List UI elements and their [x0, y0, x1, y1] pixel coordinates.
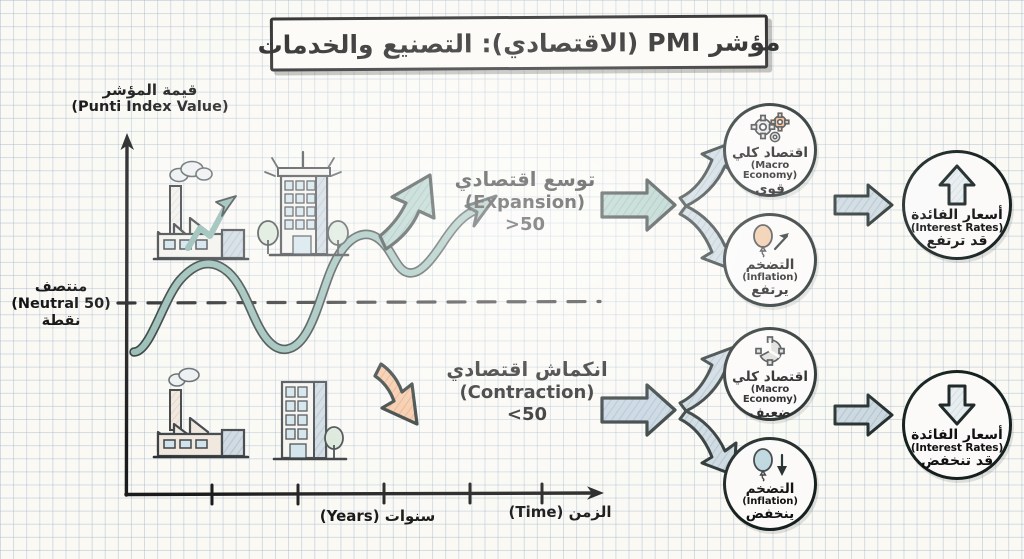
factory-illustration-contraction — [152, 367, 250, 459]
node-interest-rates-down[interactable]: أسعار الفائدة (Interest Rates) قد تنخفض — [902, 370, 1012, 480]
contraction-threshold: <50 — [506, 403, 548, 425]
node-caption: اقتصاد كلي (Macro Economy) ضعيف — [726, 370, 814, 421]
gears-icon — [748, 112, 792, 145]
node-caption: أسعار الفائدة (Interest Rates) قد تنخفض — [910, 427, 1004, 470]
node-label-en: (Macro Economy) — [742, 159, 798, 182]
x-axis-years-label: سنوات (Years) — [319, 507, 436, 525]
neutral-50-label: منتصف (Neutral 50) نقطة — [6, 279, 116, 330]
y-axis-label: قيمة المؤشر (Punti Index Value) — [55, 81, 245, 116]
node-label-en: (Interest Rates) — [910, 442, 1004, 455]
contraction-flow-arrow — [600, 383, 677, 437]
office-illustration-contraction — [272, 380, 348, 461]
node-label-ar: أسعار الفائدة — [911, 427, 1003, 443]
node-state: قد ترتفع — [926, 233, 988, 250]
arrow-down-icon — [937, 382, 977, 428]
node-label-ar: التضخم — [745, 257, 795, 273]
node-inflation-rising[interactable]: التضخم (Inflation) يرتفع — [723, 213, 817, 307]
expansion-label: توسع اقتصادي (Expansion) >50 — [440, 168, 610, 236]
x-axis — [124, 482, 604, 506]
node-state: ضعيف — [748, 405, 792, 422]
node-label-ar: التضخم — [745, 481, 795, 497]
y-axis-label-en: (Punti Index Value) — [71, 99, 229, 116]
node-inflation-falling[interactable]: التضخم (Inflation) ينخفض — [723, 437, 817, 531]
node-caption: أسعار الفائدة (Interest Rates) قد ترتفع — [910, 207, 1004, 250]
rates-up-flow-arrow — [833, 183, 894, 227]
expansion-arrow-icon — [378, 173, 436, 251]
node-macro-economy-strong[interactable]: اقتصاد كلي (Macro Economy) قوي — [723, 103, 817, 197]
node-state: يرتفع — [751, 282, 789, 299]
neutral-50-line — [116, 299, 602, 305]
expansion-threshold: >50 — [504, 213, 546, 235]
node-label-en: (Inflation) — [742, 495, 798, 507]
node-state: ينخفض — [745, 506, 795, 523]
balloon-down-icon — [746, 447, 794, 482]
expansion-flow-arrow — [600, 178, 677, 232]
x-axis-ticks — [210, 482, 544, 506]
node-label-en: (Macro Economy) — [742, 383, 798, 406]
pmi-chart — [116, 133, 604, 506]
arrow-up-icon — [937, 162, 977, 208]
pmi-curve — [129, 194, 498, 357]
node-label-en: (Inflation) — [742, 271, 798, 283]
contraction-label-en: (Contraction) — [459, 381, 595, 403]
y-axis — [120, 133, 134, 497]
node-caption: التضخم (Inflation) ينخفض — [742, 482, 798, 522]
flow-connectors — [600, 140, 894, 477]
contraction-arrow-icon — [373, 362, 419, 426]
expansion-label-en: (Expansion) — [464, 191, 586, 213]
node-macro-economy-weak[interactable]: اقتصاد كلي (Macro Economy) ضعيف — [723, 327, 817, 421]
neutral-label-line2: (Neutral 50) — [11, 295, 111, 312]
node-label-ar: اقتصاد كلي — [732, 369, 808, 385]
node-label-ar: اقتصاد كلي — [732, 145, 808, 161]
rates-down-flow-arrow — [833, 393, 894, 437]
node-state: قوي — [755, 181, 785, 198]
expansion-label-ar: توسع اقتصادي — [454, 168, 596, 191]
balloon-up-icon — [746, 223, 794, 258]
broken-gear-icon — [748, 336, 792, 369]
x-axis-time-label: الزمن (Time) — [508, 503, 612, 521]
factory-illustration-expansion — [152, 160, 250, 261]
node-label-en: (Interest Rates) — [910, 222, 1004, 235]
node-label-ar: أسعار الفائدة — [911, 207, 1003, 223]
contraction-label-ar: انكماش اقتصادي — [446, 358, 608, 381]
node-caption: التضخم (Inflation) يرتفع — [742, 258, 798, 298]
neutral-label-line3: نقطة — [41, 312, 81, 329]
contraction-label: انكماش اقتصادي (Contraction) <50 — [438, 358, 616, 426]
y-axis-label-ar: قيمة المؤشر — [102, 81, 198, 99]
node-state: قد تنخفض — [920, 453, 994, 470]
node-interest-rates-up[interactable]: أسعار الفائدة (Interest Rates) قد ترتفع — [902, 150, 1012, 260]
node-caption: اقتصاد كلي (Macro Economy) قوي — [726, 146, 814, 197]
neutral-label-line1: منتصف — [34, 279, 88, 295]
office-illustration-expansion — [257, 150, 350, 257]
